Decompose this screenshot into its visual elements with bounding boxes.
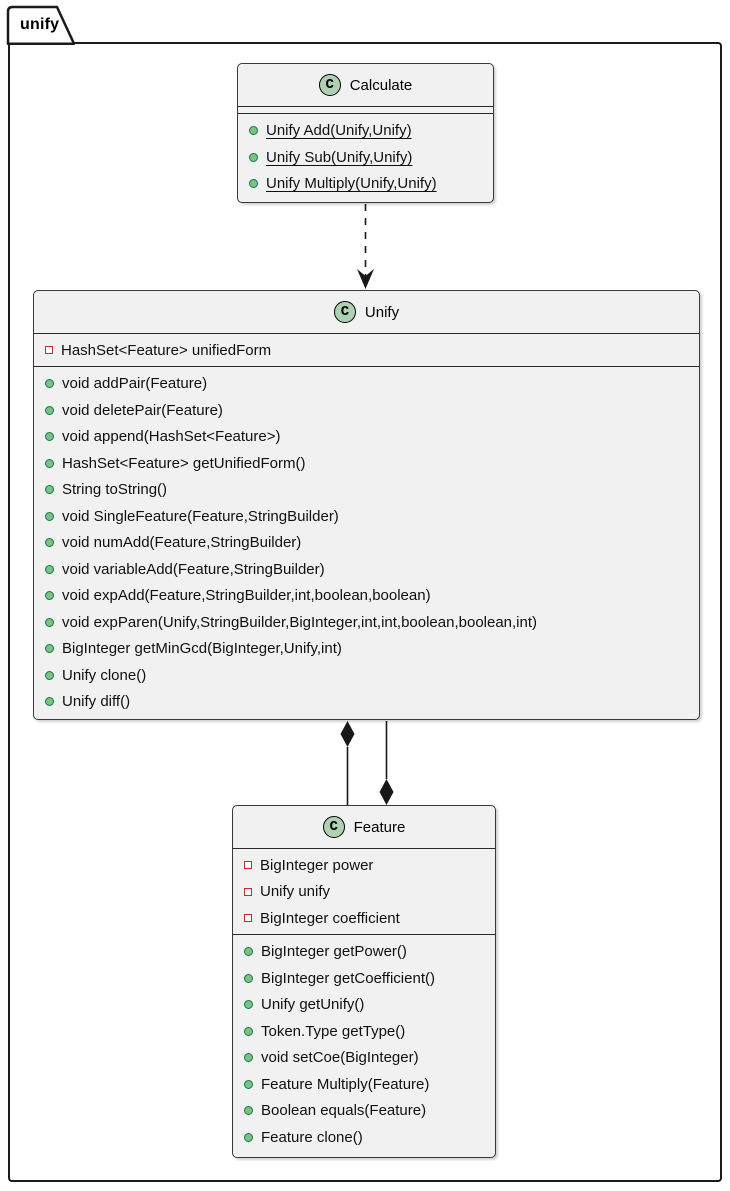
class-stereotype-letter: C [340,304,350,320]
methods-section: Unify Add(Unify,Unify) Unify Sub(Unify,U… [238,112,493,203]
class-stereotype-letter: C [329,819,338,835]
public-method-icon [244,1000,253,1010]
package-name: unify [20,16,60,33]
package-frame [8,42,722,1182]
package-tab-shape [6,5,76,45]
method-row: Unify Sub(Unify,Unify) [238,144,493,171]
public-method-icon [45,379,54,389]
fields-section [238,106,493,113]
method-row: Unify Multiply(Unify,Unify) [238,171,493,198]
methods-section: BigInteger getPower() BigInteger getCoef… [233,933,495,1158]
method-row: void numAdd(Feature,StringBuilder) [34,530,699,557]
method-row: Unify getUnify() [233,992,495,1019]
field-row: BigInteger coefficient [233,905,495,932]
method-row: Unify Add(Unify,Unify) [238,118,493,145]
method-row: BigInteger getMinGcd(BigInteger,Unify,in… [34,636,699,663]
class-box-feature[interactable]: C Feature BigInteger power Unify unify B… [232,805,496,1158]
method-row: void addPair(Feature) [34,371,699,398]
public-method-icon [45,485,54,495]
method-row: Token.Type getType() [233,1018,495,1045]
class-header: C Feature [233,806,495,848]
method-row: Feature clone() [233,1124,495,1151]
fields-section: HashSet<Feature> unifiedForm [34,333,699,366]
fields-section: BigInteger power Unify unify BigInteger … [233,848,495,934]
method-row: Unify diff() [34,689,699,716]
field-row: BigInteger power [233,852,495,879]
class-box-unify[interactable]: C Unify HashSet<Feature> unifiedForm voi… [33,290,700,720]
public-method-icon [45,458,54,468]
method-row: void expParen(Unify,StringBuilder,BigInt… [34,609,699,636]
method-row: void deletePair(Feature) [34,397,699,424]
public-method-icon [45,538,54,548]
method-row: void append(HashSet<Feature>) [34,424,699,451]
private-field-icon [244,861,252,870]
class-name: Calculate [349,76,413,94]
public-method-icon [45,697,54,707]
private-field-icon [45,346,53,355]
public-method-icon [244,973,253,983]
public-method-icon [45,564,54,574]
field-row: HashSet<Feature> unifiedForm [34,337,699,364]
public-method-icon [45,617,54,627]
method-row: String toString() [34,477,699,504]
class-header: C Calculate [238,64,493,106]
method-row: Unify clone() [34,662,699,689]
methods-section: void addPair(Feature) void deletePair(Fe… [34,365,699,720]
method-row: HashSet<Feature> getUnifiedForm() [34,450,699,477]
class-stereotype-icon: C [322,816,345,838]
public-method-icon [249,126,258,136]
method-row: void variableAdd(Feature,StringBuilder) [34,556,699,583]
class-box-calculate[interactable]: C Calculate Unify Add(Unify,Unify) Unify… [237,63,494,203]
method-row: void SingleFeature(Feature,StringBuilder… [34,503,699,530]
public-method-icon [45,432,54,442]
method-row: BigInteger getCoefficient() [233,965,495,992]
public-method-icon [45,670,54,680]
class-stereotype-letter: C [325,77,334,93]
method-row: void expAdd(Feature,StringBuilder,int,bo… [34,583,699,610]
class-stereotype-icon: C [318,74,341,96]
public-method-icon [244,1053,253,1063]
private-field-icon [244,914,252,923]
class-stereotype-icon: C [333,301,356,323]
method-row: void setCoe(BigInteger) [233,1045,495,1072]
private-field-icon [244,887,252,896]
public-method-icon [45,591,54,601]
package-tab: unify [6,5,82,45]
method-row: Feature Multiply(Feature) [233,1071,495,1098]
public-method-icon [45,511,54,521]
public-method-icon [244,1026,253,1036]
public-method-icon [249,179,258,189]
public-method-icon [45,644,54,654]
public-method-icon [45,405,54,415]
public-method-icon [244,1079,253,1089]
method-row: Boolean equals(Feature) [233,1098,495,1125]
class-name: Feature [353,818,406,836]
field-row: Unify unify [233,879,495,906]
method-row: BigInteger getPower() [233,939,495,966]
public-method-icon [244,1132,253,1142]
public-method-icon [244,1106,253,1116]
public-method-icon [249,152,258,162]
public-method-icon [244,947,253,957]
class-name: Unify [364,303,400,321]
class-header: C Unify [34,291,699,333]
